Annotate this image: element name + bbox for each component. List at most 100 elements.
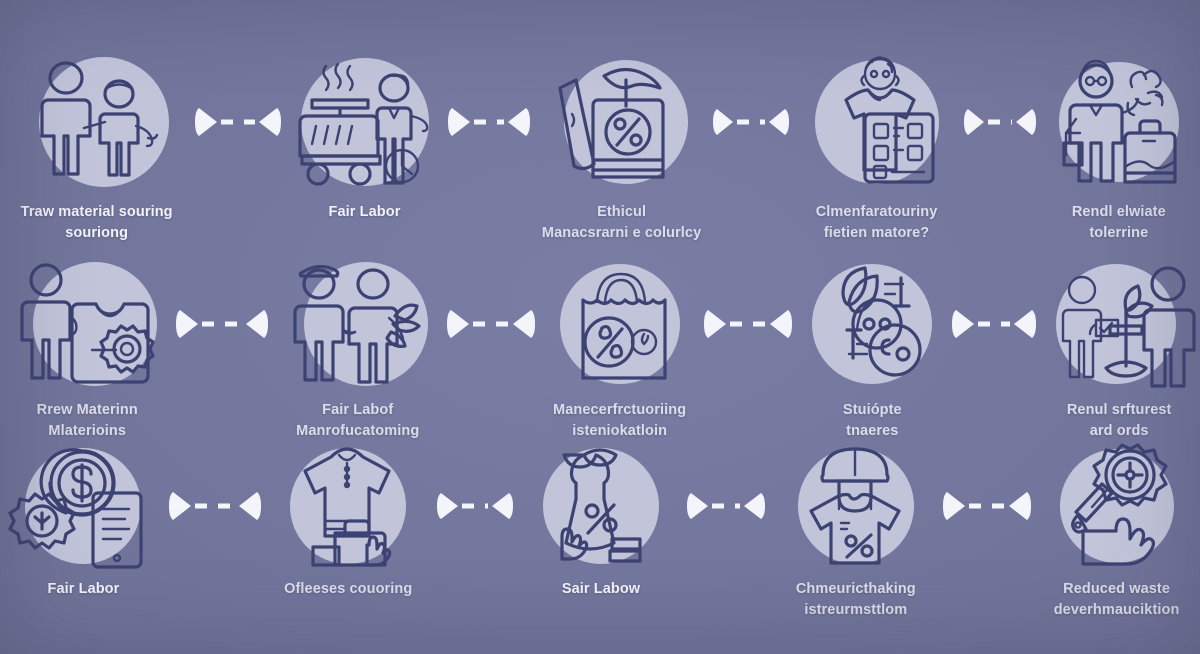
- node-label-line: isteniokatloin: [572, 423, 668, 440]
- process-node[interactable]: Ethicul Manacsrarni e colurlcy: [532, 52, 712, 244]
- node-label: Rrew Materinn Mlaterioins: [37, 400, 138, 442]
- node-label-line: tnaeres: [846, 423, 899, 440]
- process-node[interactable]: Traw material souring souriong: [0, 52, 193, 244]
- node-label-line: Clmenfaratouriny: [815, 204, 938, 220]
- node-label-line: Fair Labor: [328, 204, 401, 220]
- connector-arrow: [434, 443, 518, 569]
- node-label-line: Rendl elwiate: [1071, 204, 1166, 220]
- icon-badge: [8, 443, 144, 569]
- garment-checklist-icon: [843, 56, 935, 184]
- badge-circle: [33, 262, 158, 386]
- node-label: Fair Labor: [329, 202, 401, 223]
- node-label-line: deverhmauciktion: [1053, 602, 1180, 619]
- badge-circle: [812, 264, 933, 384]
- node-label-line: Fair Labof: [322, 402, 394, 418]
- connector-arrow: [962, 52, 1038, 192]
- process-node[interactable]: Reduced waste deverhmauciktion: [1033, 443, 1200, 621]
- leaf-coins-chart-icon: [841, 266, 922, 377]
- node-label: Chmeuricthaking istreurmsttlom: [796, 579, 916, 621]
- badge-circle: [303, 262, 428, 386]
- tote-bag-percent-icon: [581, 272, 667, 380]
- icon-badge: [797, 443, 914, 569]
- node-label-line: Manacsrarni e colurlcy: [541, 225, 702, 242]
- factory-machine-worker-icon: [297, 62, 428, 186]
- shopping-bag-percent-tag-icon: [557, 67, 665, 179]
- node-label: Fair Labof Manrofucatoming: [296, 400, 419, 442]
- process-node[interactable]: Fair Labof Manrofucatoming: [270, 258, 444, 442]
- node-label: Reduced waste deverhmauciktion: [1054, 579, 1180, 621]
- connector-arrow: [445, 258, 537, 390]
- icon-badge: [297, 52, 429, 192]
- node-label-line: Ethicul: [597, 204, 647, 220]
- connector-arrow: [193, 52, 283, 192]
- process-node[interactable]: Rendl elwiate tolerrine: [1038, 52, 1200, 244]
- badge-circle: [814, 60, 939, 184]
- node-label: Fair Labor: [47, 579, 119, 600]
- process-node[interactable]: Stuiópte tnaeres: [794, 258, 950, 442]
- magnifier-gear-hand-icon: [1070, 443, 1168, 566]
- connector-arrow: [950, 258, 1038, 390]
- node-label-line: Fair Labor: [47, 581, 120, 597]
- connector-arrow: [174, 258, 270, 390]
- process-node[interactable]: Sair Labow: [518, 443, 685, 600]
- connector-arrow: [167, 443, 263, 569]
- node-label-line: fietien matore?: [823, 225, 930, 242]
- person-apron-gear-icon: [20, 263, 155, 384]
- icon-badge: [25, 52, 169, 192]
- node-label-line: Chmeuricthaking: [795, 581, 916, 597]
- node-label-line: Mlaterioins: [48, 423, 127, 440]
- icon-badge: [556, 52, 688, 192]
- process-node[interactable]: Rrew Materinn Mlaterioins: [0, 258, 174, 442]
- node-label: Rendl elwiate tolerrine: [1072, 202, 1166, 244]
- connector-arrow: [446, 52, 532, 192]
- node-label-line: souriong: [65, 225, 129, 242]
- process-node[interactable]: Ofleeses couoring: [263, 443, 434, 600]
- node-label: Ethicul Manacsrarni e colurlcy: [542, 202, 701, 244]
- icon-badge: [288, 258, 428, 390]
- process-row-3: Fair Labor: [0, 443, 1200, 621]
- connector-arrow: [941, 443, 1033, 569]
- process-node[interactable]: Fair Labor: [283, 52, 445, 223]
- process-row-1: Traw material souring souriong: [0, 52, 1200, 244]
- connector-arrow: [711, 52, 791, 192]
- shopper-with-briefcase-icon: [1062, 59, 1177, 184]
- icon-badge: [812, 258, 933, 390]
- two-people-raw-material-icon: [40, 61, 158, 177]
- process-node[interactable]: Clmenfaratouriny fietien matore?: [791, 52, 961, 244]
- icon-badge: [290, 443, 407, 569]
- process-node[interactable]: Chmeuricthaking istreurmsttlom: [770, 443, 941, 621]
- node-label: Ofleeses couoring: [284, 579, 412, 600]
- icon-badge: [543, 443, 659, 569]
- process-node[interactable]: Fair Labor: [0, 443, 167, 600]
- process-node[interactable]: Renul srfturest ard ords: [1038, 258, 1200, 442]
- people-plant-scale-icon: [1061, 266, 1196, 388]
- node-label-line: ard ords: [1089, 423, 1149, 440]
- process-row-2: Rrew Materinn Mlaterioins: [0, 258, 1200, 442]
- node-label-line: Manrofucatoming: [296, 423, 420, 440]
- tshirt-folded-hand-icon: [303, 447, 392, 567]
- node-label-line: Rrew Materinn: [36, 402, 138, 418]
- node-label: Traw material souring souriong: [21, 202, 173, 244]
- node-label-line: istreurmsttlom: [804, 602, 908, 619]
- icon-badge: [1058, 52, 1179, 192]
- two-workers-plant-icon: [293, 264, 421, 384]
- node-label: Stuiópte tnaeres: [843, 400, 902, 442]
- icon-badge: [814, 52, 939, 192]
- node-label-line: Renul srfturest: [1066, 402, 1172, 418]
- node-label-line: tolerrine: [1089, 225, 1149, 242]
- node-label-line: Sair Labow: [561, 581, 641, 597]
- node-label-line: Stuiópte: [842, 402, 902, 418]
- connector-arrow: [702, 258, 794, 390]
- icon-badge: [17, 258, 158, 390]
- process-node[interactable]: Manecerfrctuoriing isteniokatloin: [537, 258, 702, 442]
- node-label: Renul srfturest ard ords: [1067, 400, 1172, 442]
- dress-percent-hand-icon: [560, 448, 642, 563]
- icon-badge: [1059, 443, 1174, 569]
- node-label: Sair Labow: [562, 579, 640, 600]
- worker-helmet-percent-shirt-icon: [809, 447, 901, 565]
- connector-arrow: [684, 443, 770, 569]
- node-label-line: Ofleeses couoring: [284, 581, 413, 597]
- node-label-line: Reduced waste: [1063, 581, 1170, 597]
- dollar-coin-gear-document-icon: [8, 448, 144, 569]
